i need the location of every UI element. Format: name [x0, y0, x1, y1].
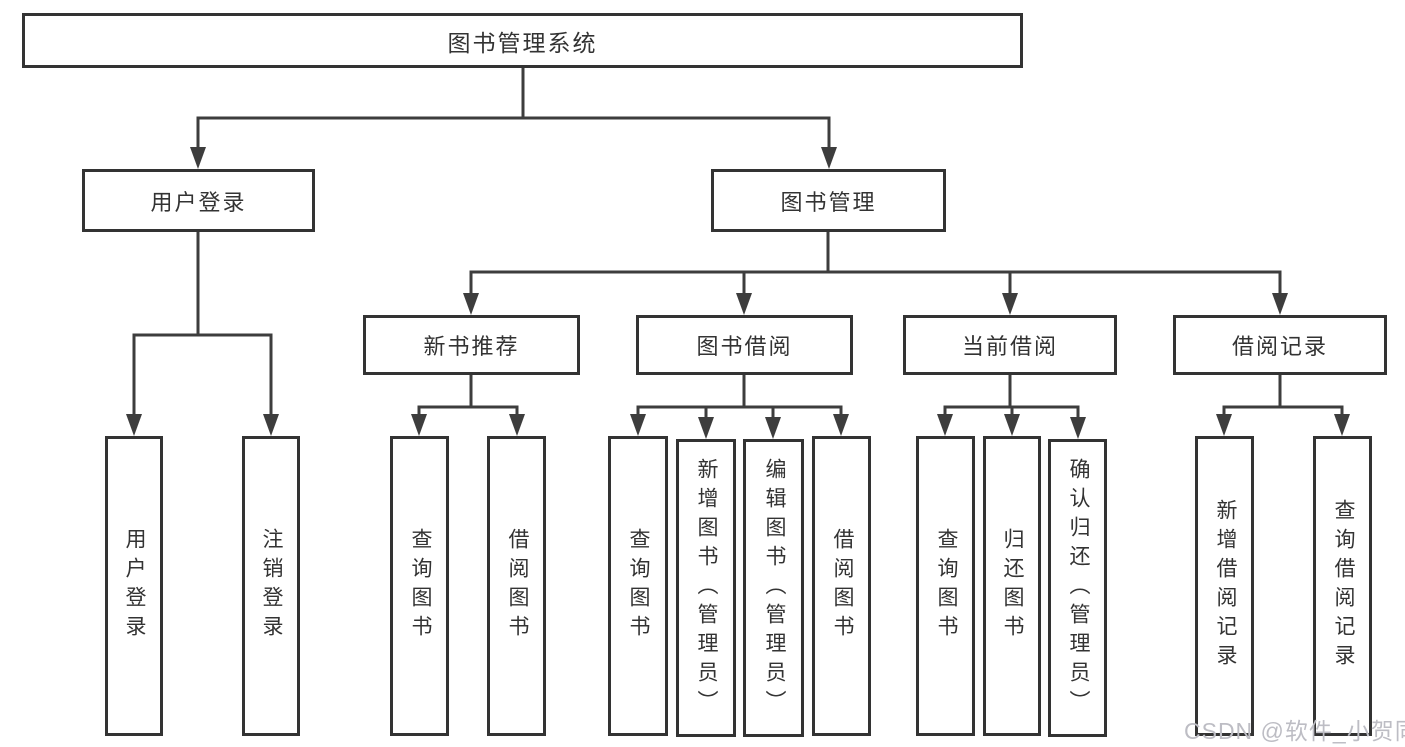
leaf-nbr-borrow-books: 借阅图书 [487, 436, 546, 736]
leaf-bb-add-books-admin: 新增图书（管理员） [676, 439, 736, 737]
arrowhead-icon [463, 293, 479, 315]
arrowhead-icon [630, 414, 646, 436]
arrowhead-icon [126, 414, 142, 436]
node-book-management: 图书管理 [711, 169, 946, 232]
node-current-borrowing: 当前借阅 [903, 315, 1117, 375]
arrowhead-icon [821, 147, 837, 169]
arrowhead-icon [765, 417, 781, 439]
leaf-bb-query-books: 查询图书 [608, 436, 668, 736]
arrowhead-icon [1216, 414, 1232, 436]
node-book-borrowing: 图书借阅 [636, 315, 853, 375]
leaf-cb-confirm-return-admin: 确认归还（管理员） [1048, 439, 1107, 737]
node-user-login: 用户登录 [82, 169, 315, 232]
leaf-cb-query-books: 查询图书 [916, 436, 975, 736]
arrowhead-icon [736, 293, 752, 315]
arrowhead-icon [937, 414, 953, 436]
leaf-logout: 注销登录 [242, 436, 300, 736]
leaf-br-query-record: 查询借阅记录 [1313, 436, 1372, 736]
leaf-cb-return-books: 归还图书 [983, 436, 1041, 736]
arrowhead-icon [1070, 417, 1086, 439]
leaf-br-add-record: 新增借阅记录 [1195, 436, 1254, 736]
node-new-book-recommend: 新书推荐 [363, 315, 580, 375]
csdn-watermark: CSDN @软件_小贺同学 [1184, 718, 1405, 744]
arrowhead-icon [509, 414, 525, 436]
node-borrow-records: 借阅记录 [1173, 315, 1387, 375]
arrowhead-icon [263, 414, 279, 436]
arrowhead-icon [1334, 414, 1350, 436]
leaf-nbr-query-books: 查询图书 [390, 436, 449, 736]
leaf-bb-borrow-books: 借阅图书 [812, 436, 871, 736]
arrowhead-icon [698, 417, 714, 439]
leaf-bb-edit-books-admin: 编辑图书（管理员） [743, 439, 804, 737]
arrowhead-icon [411, 414, 427, 436]
arrowhead-icon [833, 414, 849, 436]
arrowhead-icon [1004, 414, 1020, 436]
leaf-user-login: 用户登录 [105, 436, 163, 736]
arrowhead-icon [190, 147, 206, 169]
arrowhead-icon [1272, 293, 1288, 315]
node-root-system: 图书管理系统 [22, 13, 1023, 68]
arrowhead-icon [1002, 293, 1018, 315]
